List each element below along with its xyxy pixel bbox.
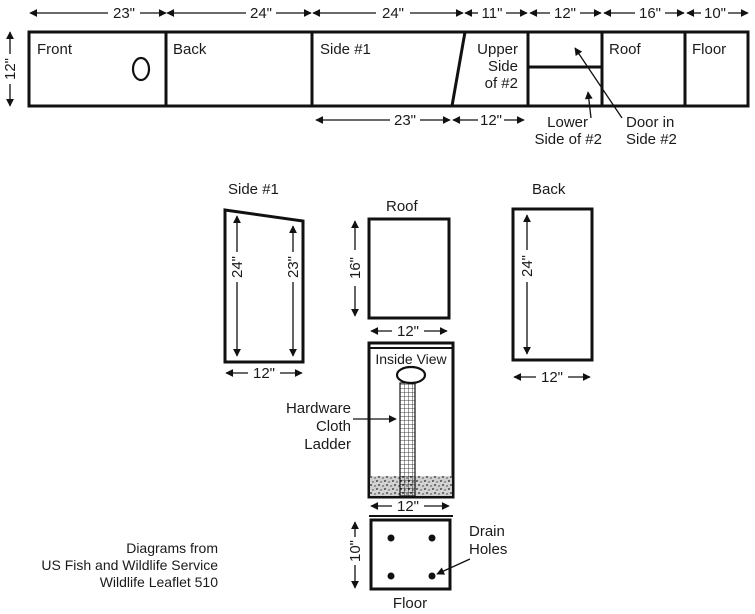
panel-side1-label: Side #1 (320, 41, 371, 58)
callout-lower-side2-1: Lower (547, 114, 588, 131)
entrance-hole-icon (131, 56, 151, 82)
back-width: 12" (541, 369, 563, 386)
callout-door-1: Door in (626, 114, 674, 131)
board-height-dimension: 12" (2, 31, 19, 107)
ladder-label-2: Cloth (316, 418, 351, 435)
side1-right-height: 23" (285, 256, 302, 278)
panel-upper-side2-label-3: of #2 (485, 75, 518, 92)
dim-back-width: 24" (250, 5, 272, 22)
back-panel (511, 207, 594, 362)
dim-board-height: 12" (2, 58, 19, 80)
panel-upper-side2-label-2: Side (488, 58, 518, 75)
dim-side1-width: 24" (382, 5, 404, 22)
back-view: Back 24" 12" (511, 181, 594, 386)
dim-side2-bottom: 12" (480, 112, 502, 129)
floor-panel (369, 518, 452, 591)
side1-width: 12" (253, 365, 275, 382)
roof-height: 16" (347, 257, 364, 279)
dim-door-width: 12" (554, 5, 576, 22)
dim-upper-side2-width: 11" (482, 5, 503, 22)
panel-front-label: Front (37, 41, 73, 58)
callout-door-2: Side #2 (626, 131, 677, 148)
source-credit: Diagrams from US Fish and Wildlife Servi… (41, 540, 218, 590)
dim-floor-width: 10" (704, 5, 726, 22)
ladder-label-1: Hardware (286, 400, 351, 417)
side1-panel (223, 208, 305, 364)
dim-roof-width: 16" (639, 5, 661, 22)
inside-view-title: Inside View (375, 351, 447, 367)
side1-left-height: 24" (229, 256, 246, 278)
back-height: 24" (519, 255, 536, 277)
drain-hole-icon (428, 572, 436, 580)
side1-view-title: Side #1 (228, 181, 279, 198)
drain-hole-icon (428, 534, 436, 542)
roof-panel (367, 217, 451, 320)
credit-line-1: Diagrams from (126, 540, 218, 556)
lower-side2-arrow (584, 91, 593, 119)
drain-hole-icon (387, 572, 395, 580)
hardware-cloth-ladder (399, 382, 416, 497)
floor-view-title: Floor (393, 595, 427, 612)
drain-label-2: Holes (469, 541, 507, 558)
panel-upper-side2-label-1: Upper (477, 41, 518, 58)
side1-view: Side #1 24" 23" 12" (223, 181, 305, 382)
dim-front-width: 23" (113, 5, 135, 22)
roof-view: Roof 16" 12" (347, 198, 451, 340)
entrance-hole-inside-icon (395, 365, 427, 385)
panel-back-label: Back (173, 41, 207, 58)
ladder-label-3: Ladder (304, 436, 351, 453)
callout-lower-side2-2: Side of #2 (534, 131, 602, 148)
floor-view: 10" Floor Drain Holes (347, 518, 507, 612)
roof-width: 12" (397, 323, 419, 340)
drain-label-1: Drain (469, 523, 505, 540)
top-dimension-row: 23" 24" 24" 11" 12" 16" 10" (29, 5, 749, 22)
inside-view: Inside View Hardware Cloth Ladder 12" (286, 341, 455, 517)
door-arrow (574, 47, 623, 119)
cut-layout: 23" 24" 24" 11" 12" 16" 10" 12" (2, 5, 750, 148)
angled-cut-line (450, 31, 467, 107)
back-view-title: Back (532, 181, 566, 198)
bottom-dimension-row: 23" 12" (315, 112, 525, 129)
dim-side1-short: 23" (394, 112, 416, 129)
panel-roof-label: Roof (609, 41, 642, 58)
roof-view-title: Roof (386, 198, 419, 215)
panel-floor-label: Floor (692, 41, 726, 58)
credit-line-3: Wildlife Leaflet 510 (100, 574, 219, 590)
drain-arrow (436, 558, 471, 575)
floor-height: 10" (347, 540, 364, 562)
drain-hole-icon (387, 534, 395, 542)
credit-line-2: US Fish and Wildlife Service (41, 557, 218, 573)
inside-width: 12" (397, 498, 419, 515)
